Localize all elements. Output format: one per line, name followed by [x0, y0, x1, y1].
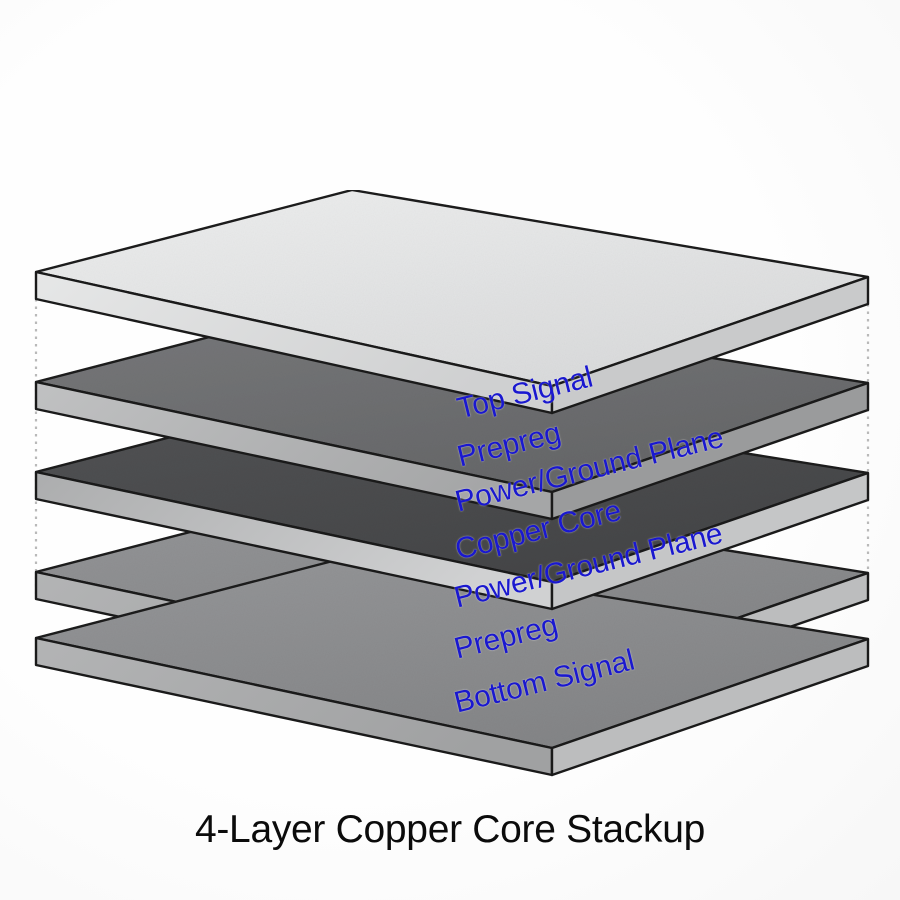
exploded-view-guidelines: [34, 299, 870, 604]
slab-upper-prepreg: [34, 298, 870, 521]
slab-3-front-right-face: [550, 471, 870, 611]
slab-bottom-signal: [34, 554, 870, 777]
slab-2-front-right-face: [550, 381, 870, 521]
slab-1-front-right-face: [550, 275, 870, 415]
slab-5-front-right-face: [550, 637, 870, 777]
slab-top-substrate: [34, 188, 870, 415]
diagram-caption: 4-Layer Copper Core Stackup: [194, 808, 705, 851]
